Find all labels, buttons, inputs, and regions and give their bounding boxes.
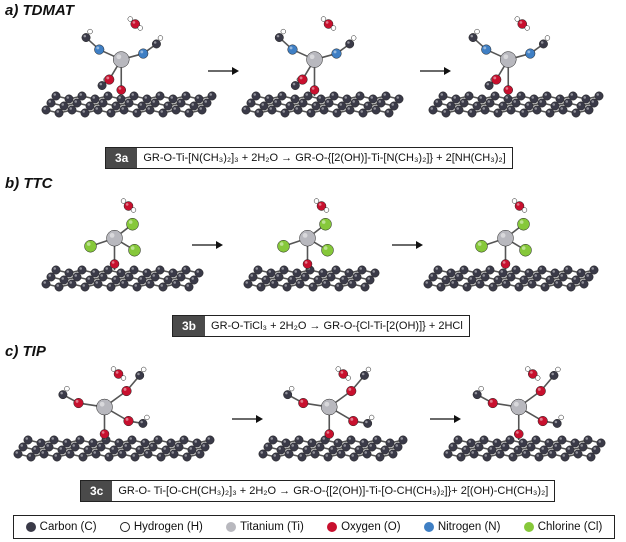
hydrogen-swatch-icon <box>119 522 130 532</box>
atom-legend: Carbon (C) Hydrogen (H) Titanium (Ti) Ox… <box>13 515 615 539</box>
equation-text: GR-O-Ti-[N(CH₃)₂]₃ + 2H₂O → GR-O-{[2(OH)… <box>143 152 506 164</box>
carbon-swatch-icon <box>25 522 36 532</box>
equation-box-3c: 3c GR-O- Ti-[O-CH(CH₃)₂]₃ + 2H₂O → GR-O-… <box>80 480 556 502</box>
legend-item-titanium: Titanium (Ti) <box>226 521 304 533</box>
equation-tag: 3a <box>106 148 138 168</box>
equation-box-3b: 3b GR-O-TiCl₃ + 2H₂O → GR-O-{Cl-Ti-[2(OH… <box>172 315 470 337</box>
equation-tag: 3c <box>81 481 113 501</box>
molecule-a2 <box>241 16 404 118</box>
legend-item-chlorine: Chlorine (Cl) <box>523 521 602 533</box>
reaction-arrow <box>208 67 239 75</box>
nitrogen-swatch-icon <box>423 522 434 532</box>
legend-item-nitrogen: Nitrogen (N) <box>423 521 500 533</box>
reaction-arrow <box>392 241 423 249</box>
oxygen-swatch-icon <box>327 522 338 532</box>
equation-text: GR-O-TiCl₃ + 2H₂O → GR-O-{Cl-Ti-[2(OH)]}… <box>211 320 463 332</box>
molecule-a1 <box>41 16 217 118</box>
equation-tag: 3b <box>173 316 206 336</box>
molecule-c3 <box>443 366 606 462</box>
legend-item-carbon: Carbon (C) <box>25 521 97 533</box>
legend-item-oxygen: Oxygen (O) <box>327 521 401 533</box>
section-b-title: b) TTC <box>5 175 53 192</box>
equation-box-3a: 3a GR-O-Ti-[N(CH₃)₂]₃ + 2H₂O → GR-O-{[2(… <box>105 147 513 169</box>
molecule-b3 <box>423 198 599 292</box>
molecule-c2 <box>258 366 408 462</box>
titanium-swatch-icon <box>226 522 237 532</box>
molecule-b2 <box>243 198 380 292</box>
section-c-title: c) TIP <box>5 343 46 360</box>
molecule-c1 <box>13 366 215 462</box>
molecule-b1 <box>41 198 204 292</box>
reaction-arrow <box>430 415 461 423</box>
reaction-arrow <box>232 415 263 423</box>
legend-item-hydrogen: Hydrogen (H) <box>119 521 203 533</box>
reaction-arrow <box>192 241 223 249</box>
chlorine-swatch-icon <box>523 522 534 532</box>
section-a-title: a) TDMAT <box>5 2 74 19</box>
molecule-a3 <box>428 16 604 118</box>
equation-text: GR-O- Ti-[O-CH(CH₃)₂]₃ + 2H₂O → GR-O-{[2… <box>118 485 549 497</box>
reaction-arrow <box>420 67 451 75</box>
